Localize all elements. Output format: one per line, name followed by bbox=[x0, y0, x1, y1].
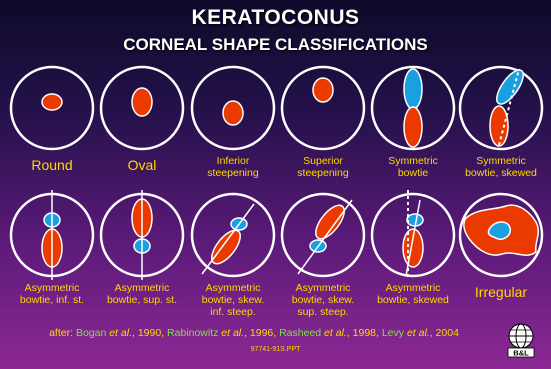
diagram-irregular: Irregular bbox=[456, 190, 546, 300]
slide-title: KERATOCONUS bbox=[0, 6, 551, 30]
diagram-symmetric: Symmetric bowtie bbox=[368, 63, 458, 179]
label-asym-skew-sup: Asymmetric bowtie, skew. sup. steep. bbox=[278, 282, 368, 318]
diagram-round: Round bbox=[7, 63, 97, 173]
label-superior: Superior steepening bbox=[278, 155, 368, 179]
diagram-inferior: Inferior steepening bbox=[188, 63, 278, 179]
diagram-asym-skew-inf: Asymmetric bowtie, skew. inf. steep. bbox=[188, 190, 278, 318]
symmetric-bowtie-icon bbox=[368, 63, 458, 153]
diagram-oval: Oval bbox=[97, 63, 187, 173]
label-round: Round bbox=[7, 157, 97, 173]
diagram-asym-inf: Asymmetric bowtie, inf. st. bbox=[7, 190, 97, 306]
label-asym-sup: Asymmetric bowtie, sup. st. bbox=[97, 282, 187, 306]
asymmetric-bowtie-inferior-icon bbox=[7, 190, 97, 280]
diagram-asym-skewed: Asymmetric bowtie, skewed bbox=[368, 190, 458, 306]
label-symmetric: Symmetric bowtie bbox=[368, 155, 458, 179]
globe-icon: B&L bbox=[503, 322, 539, 358]
label-symskew: Symmetric bowtie, skewed bbox=[456, 155, 546, 179]
label-asym-inf: Asymmetric bowtie, inf. st. bbox=[7, 282, 97, 306]
oval-cornea-icon bbox=[97, 63, 187, 153]
label-oval: Oval bbox=[97, 157, 187, 173]
diagram-asym-skew-sup: Asymmetric bowtie, skew. sup. steep. bbox=[278, 190, 368, 318]
asymmetric-bowtie-superior-icon bbox=[97, 190, 187, 280]
inferior-steepening-icon bbox=[188, 63, 278, 153]
superior-steepening-icon bbox=[278, 63, 368, 153]
asymmetric-bowtie-skewed-superior-icon bbox=[278, 190, 368, 280]
label-asym-skew-inf: Asymmetric bowtie, skew. inf. steep. bbox=[188, 282, 278, 318]
diagram-superior: Superior steepening bbox=[278, 63, 368, 179]
slide-subtitle: CORNEAL SHAPE CLASSIFICATIONS bbox=[0, 35, 551, 55]
logo-text: B&L bbox=[513, 349, 529, 358]
diagram-asym-sup: Asymmetric bowtie, sup. st. bbox=[97, 190, 187, 306]
asymmetric-bowtie-skewed-icon bbox=[368, 190, 458, 280]
symmetric-bowtie-skewed-icon bbox=[456, 63, 546, 153]
irregular-cornea-icon bbox=[456, 190, 546, 280]
label-asym-skewed: Asymmetric bowtie, skewed bbox=[368, 282, 458, 306]
label-inferior: Inferior steepening bbox=[188, 155, 278, 179]
label-irregular: Irregular bbox=[456, 284, 546, 300]
asymmetric-bowtie-skewed-inferior-icon bbox=[188, 190, 278, 280]
round-cornea-icon bbox=[7, 63, 97, 153]
file-reference: 97741-91S.PPT bbox=[0, 346, 551, 353]
diagram-symskew: Symmetric bowtie, skewed bbox=[456, 63, 546, 179]
citation: after: Bogan et al., 1990, Rabinowitz et… bbox=[4, 327, 504, 339]
